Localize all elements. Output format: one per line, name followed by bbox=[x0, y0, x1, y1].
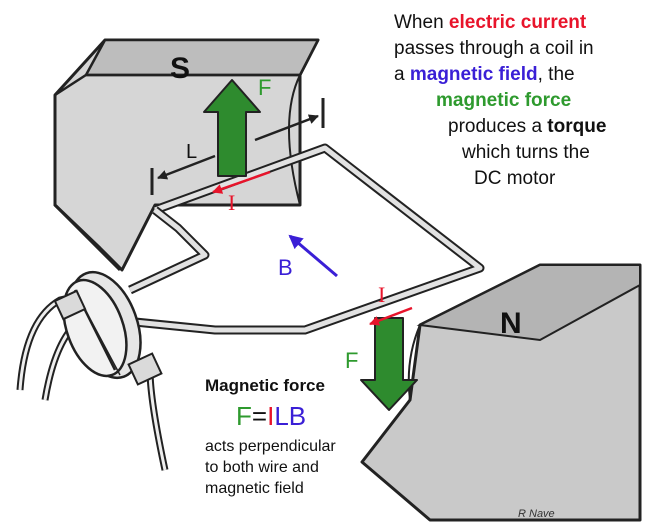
formula-f: F bbox=[236, 401, 252, 431]
force-arrow-top bbox=[203, 79, 261, 177]
force-formula: F=ILB bbox=[236, 401, 306, 432]
force-arrow-bottom bbox=[360, 317, 418, 411]
caption-a: a bbox=[394, 64, 410, 85]
caption-dc-motor: DC motor bbox=[474, 168, 556, 189]
caption-electric-current: electric current bbox=[448, 12, 587, 33]
caption-when: When bbox=[394, 12, 449, 33]
length-label: L bbox=[186, 141, 197, 163]
current-label-top: I bbox=[228, 190, 235, 215]
current-arrow-bottom bbox=[369, 306, 413, 326]
caption-magnetic-force: magnetic force bbox=[436, 90, 572, 111]
force-label-top: F bbox=[258, 75, 271, 100]
magnetic-force-title: Magnetic force bbox=[205, 376, 325, 395]
length-indicator: L bbox=[150, 98, 325, 195]
explanation-caption: When electric current passes through a c… bbox=[372, 10, 642, 192]
field-arrow bbox=[288, 234, 338, 278]
desc-line-1: acts perpendicular bbox=[205, 438, 336, 455]
commutator bbox=[16, 270, 169, 471]
caption-turns: which turns the bbox=[462, 142, 590, 163]
formula-eq: = bbox=[251, 401, 268, 431]
caption-the: , the bbox=[537, 64, 575, 85]
formula-lb: LB bbox=[274, 401, 307, 431]
south-pole-label: S bbox=[170, 52, 190, 85]
force-label-bottom: F bbox=[345, 348, 358, 373]
wire-coil bbox=[114, 143, 485, 335]
north-magnet bbox=[360, 263, 642, 522]
current-label-bottom: I bbox=[378, 282, 385, 307]
south-magnet bbox=[53, 38, 320, 272]
formula-i: I bbox=[267, 401, 275, 431]
caption-produces: produces a bbox=[448, 116, 548, 137]
caption-line-2: passes through a coil in bbox=[394, 38, 594, 59]
author-credit: R Nave bbox=[518, 508, 555, 520]
caption-magnetic-field: magnetic field bbox=[409, 64, 538, 85]
magnetic-force-description: acts perpendicular to both wire and magn… bbox=[205, 436, 336, 499]
north-pole-label: N bbox=[500, 307, 522, 340]
caption-torque: torque bbox=[547, 116, 607, 137]
desc-line-3: magnetic field bbox=[205, 480, 304, 497]
field-label: B bbox=[278, 255, 293, 280]
current-arrow-top bbox=[212, 170, 271, 194]
desc-line-2: to both wire and bbox=[205, 459, 319, 476]
